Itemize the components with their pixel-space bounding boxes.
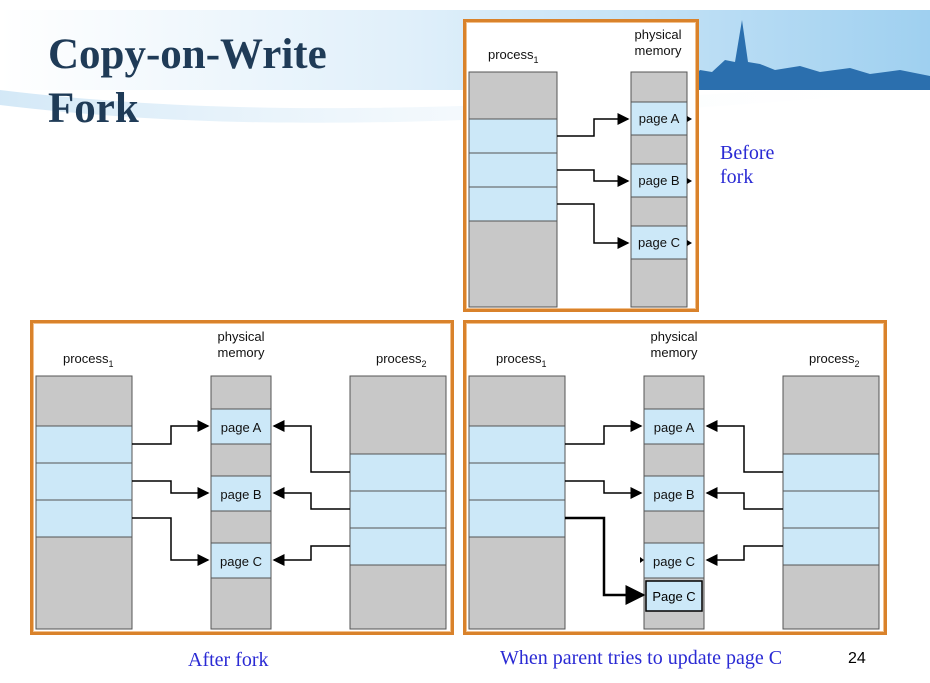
title-line-2: Fork (48, 85, 139, 132)
memory-label-line-2: memory (218, 345, 265, 360)
memory-page-c (643, 542, 705, 579)
arrow-p2-to-page-a (705, 420, 783, 473)
process2-page-block (349, 453, 447, 492)
process1-page-block (468, 118, 558, 154)
slide-title: Copy-on-Write Fork (48, 28, 327, 136)
page-b-label: page B (638, 173, 679, 188)
arrow-p1-to-page-a (557, 113, 630, 137)
memory-label-line-2: memory (635, 43, 682, 58)
process1-page-block (468, 499, 566, 538)
page-a-label: page A (654, 420, 695, 435)
page-c-copy-label: Page C (652, 589, 695, 604)
process2-label: process2 (376, 351, 427, 369)
memory-page-c (210, 542, 272, 579)
inbound-tick (687, 240, 692, 246)
process2-page-block (782, 527, 880, 566)
arrow-p1-to-page-a (132, 420, 210, 445)
arrow-p2-to-page-b (272, 487, 350, 510)
after-update-svg: process1 process2 physical memory page A… (468, 329, 880, 630)
process2-page-block (349, 527, 447, 566)
page-b-label: page B (653, 487, 694, 502)
after-fork-svg: process1 process2 physical memory page A… (35, 329, 447, 630)
arrow-p2-to-page-c (705, 545, 783, 566)
process1-page-block (35, 462, 133, 501)
process1-page-block (468, 152, 558, 188)
process2-page-block (782, 453, 880, 492)
process1-page-block (468, 425, 566, 464)
process1-page-block (468, 186, 558, 222)
process1-page-block (468, 462, 566, 501)
page-c-label: page C (638, 235, 680, 250)
after-fork-caption: After fork (188, 649, 269, 671)
after-update-diagram: process1 process2 physical memory page A… (463, 320, 887, 635)
process1-page-block (35, 425, 133, 464)
after-fork-diagram: process1 process2 physical memory page A… (30, 320, 454, 635)
arrow-p1-to-page-b (557, 169, 630, 187)
process2-label: process2 (809, 351, 860, 369)
page-a-label: page A (221, 420, 262, 435)
arrow-p1-to-page-b (132, 480, 210, 499)
before-fork-diagram: process1 physical memory page A page B p… (463, 19, 699, 312)
memory-page-a (630, 101, 688, 136)
stale-tick (640, 557, 644, 563)
before-fork-caption-line-1: Before (720, 142, 775, 164)
arrow-p1-to-page-c (557, 203, 630, 249)
memory-page-b (210, 475, 272, 512)
page-c-label: page C (220, 554, 262, 569)
process2-page-block (782, 490, 880, 529)
memory-page-b (643, 475, 705, 512)
arrow-p1-to-page-a (565, 420, 643, 445)
arrow-p1-to-page-c-copy (565, 516, 646, 605)
before-fork-caption-line-2: fork (720, 166, 754, 188)
arrow-p1-to-page-b (565, 480, 643, 499)
process1-page-block (35, 499, 133, 538)
memory-page-c-copy (645, 580, 703, 612)
arrow-p2-to-page-b (705, 487, 783, 510)
process1-label: process1 (488, 47, 539, 65)
arrow-p2-to-page-a (272, 420, 350, 473)
page-c-label: page C (653, 554, 695, 569)
arrow-p2-to-page-c (272, 545, 350, 566)
inbound-tick (687, 116, 692, 122)
process1-label: process1 (496, 351, 547, 369)
after-update-caption: When parent tries to update page C (500, 647, 783, 669)
arrow-p1-to-page-c (132, 517, 210, 566)
page-a-label: page A (639, 111, 680, 126)
title-line-1: Copy-on-Write (48, 31, 327, 78)
memory-page-a (643, 408, 705, 445)
page-number: 24 (848, 650, 866, 667)
village-silhouette-icon (690, 20, 930, 90)
process1-label: process1 (63, 351, 114, 369)
memory-label-line-1: physical (651, 329, 698, 344)
memory-label-line-2: memory (651, 345, 698, 360)
before-fork-svg: process1 physical memory page A page B p… (468, 27, 692, 308)
inbound-tick (687, 178, 692, 184)
process2-page-block (349, 490, 447, 529)
memory-page-a (210, 408, 272, 445)
memory-label-line-1: physical (635, 27, 682, 42)
page-b-label: page B (220, 487, 261, 502)
before-fork-caption: Before fork (720, 141, 774, 189)
memory-label-line-1: physical (218, 329, 265, 344)
